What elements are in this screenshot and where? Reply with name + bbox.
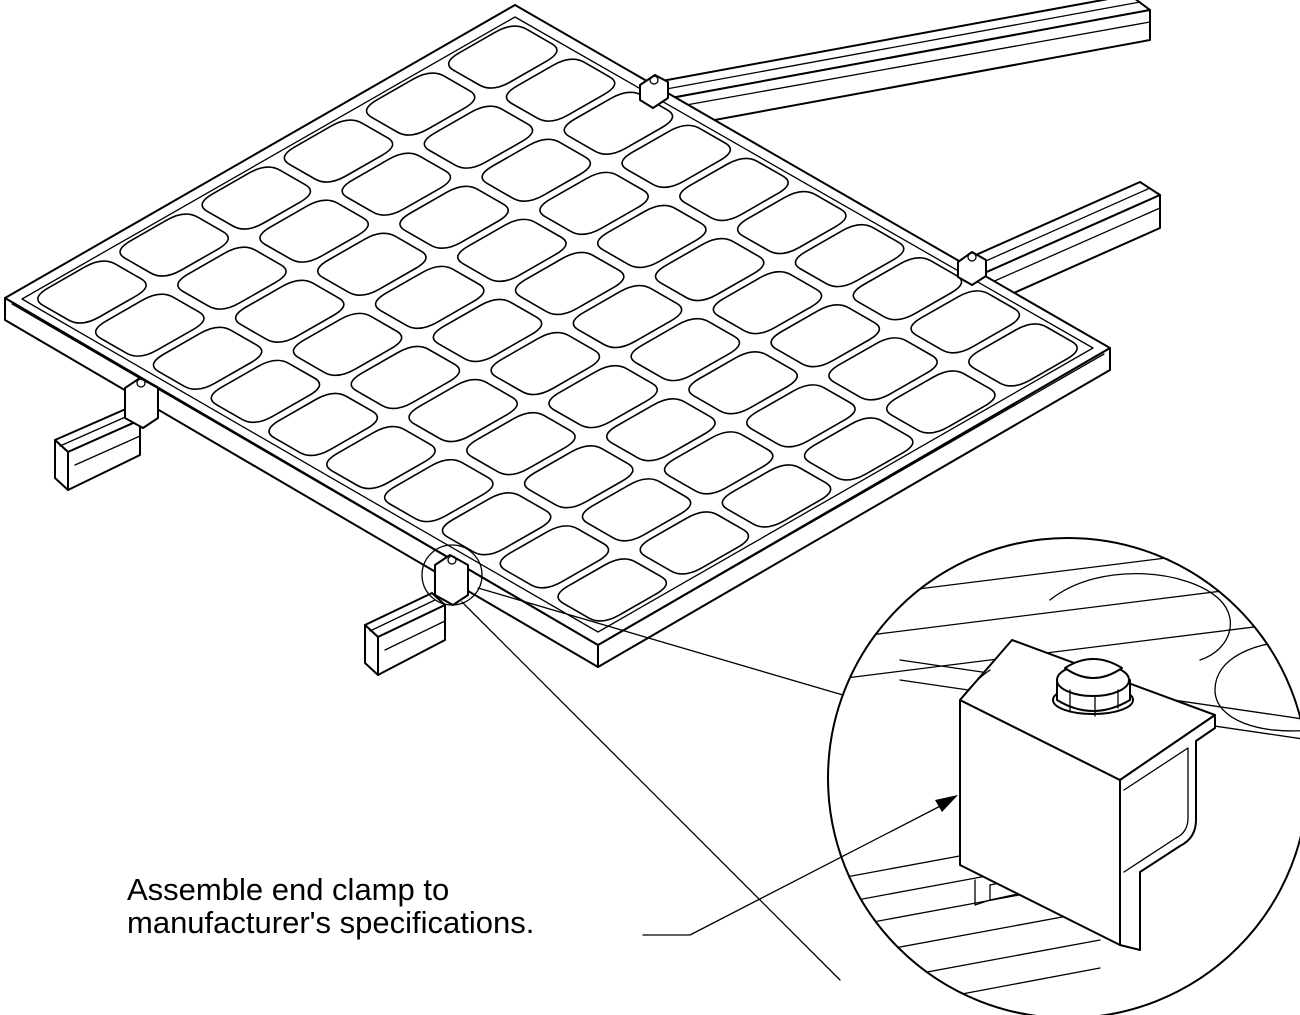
solar-cell — [572, 284, 683, 349]
callout-annotation: Assemble end clamp to manufacturer's spe… — [127, 873, 687, 939]
solar-cell — [803, 417, 914, 481]
solar-cell-grid — [37, 25, 1078, 622]
solar-cell — [399, 185, 509, 249]
solar-cell — [481, 138, 592, 202]
solar-cell — [663, 431, 774, 495]
solar-cell — [152, 326, 263, 390]
solar-cell — [736, 190, 847, 255]
end-clamp-back-right — [957, 251, 987, 286]
solar-cell — [968, 323, 1078, 387]
solar-cell — [557, 558, 668, 622]
callout-line-1: Assemble end clamp to — [127, 872, 450, 907]
solar-cell — [828, 337, 938, 401]
solar-cell — [523, 445, 634, 509]
solar-cell — [326, 425, 436, 490]
solar-cell — [596, 204, 707, 269]
solar-cell — [654, 237, 765, 302]
solar-cell — [794, 223, 905, 288]
solar-cell — [365, 72, 476, 136]
solar-cell — [539, 171, 649, 236]
solar-cell — [563, 91, 674, 155]
solar-cell — [639, 511, 750, 575]
solar-cell — [910, 290, 1021, 354]
solar-cell — [581, 478, 692, 542]
solar-cell — [721, 464, 832, 528]
solar-cell — [885, 370, 996, 434]
detail-leader-line-top — [477, 587, 861, 701]
solar-cell — [268, 392, 379, 457]
solar-cell — [259, 199, 369, 263]
callout-line-2: manufacturer's specifications. — [127, 905, 535, 940]
clamp-bolt — [1052, 658, 1134, 717]
solar-cell — [746, 384, 856, 448]
callout-arrow — [642, 795, 958, 936]
solar-cell — [688, 351, 798, 415]
solar-cell — [712, 270, 823, 335]
solar-cell — [466, 411, 576, 476]
solar-cell — [374, 265, 485, 330]
end-clamp-front-left — [124, 377, 159, 429]
end-clamp-front-center — [434, 554, 469, 606]
rail-back-left — [639, 0, 1151, 131]
solar-cell — [621, 124, 732, 189]
solar-cell — [317, 232, 427, 296]
solar-cell — [514, 251, 625, 316]
solar-cell — [423, 105, 534, 169]
solar-cell — [119, 213, 230, 277]
solar-cell — [432, 298, 543, 363]
solar-cell — [210, 359, 321, 424]
solar-cell — [679, 157, 789, 222]
detail-leader-line-bottom — [461, 601, 841, 981]
solar-cell — [94, 293, 205, 357]
solar-cell — [770, 304, 881, 368]
solar-cell — [234, 279, 345, 343]
solar-cell — [383, 458, 494, 523]
solar-cell — [499, 525, 610, 589]
solar-cell — [457, 218, 567, 283]
solar-cell — [177, 246, 287, 310]
detail-marker-circle — [421, 544, 483, 606]
detail-view — [827, 537, 1300, 1015]
solar-cell — [630, 317, 741, 382]
solar-cell — [447, 25, 558, 89]
end-clamp-back-left — [639, 74, 669, 109]
solar-cell — [606, 398, 716, 462]
solar-cell — [37, 260, 147, 324]
solar-cell — [408, 378, 519, 443]
rail-front-center — [364, 592, 446, 676]
solar-cell — [201, 166, 312, 230]
solar-cell — [283, 119, 394, 183]
solar-cell — [341, 152, 452, 216]
solar-cell — [852, 257, 963, 321]
solar-panel — [4, 4, 1111, 668]
solar-cell — [441, 492, 552, 556]
solar-cell — [350, 345, 461, 410]
solar-cell — [505, 58, 616, 122]
solar-cell — [548, 364, 658, 429]
solar-cell — [292, 312, 403, 377]
solar-cell — [490, 331, 601, 396]
